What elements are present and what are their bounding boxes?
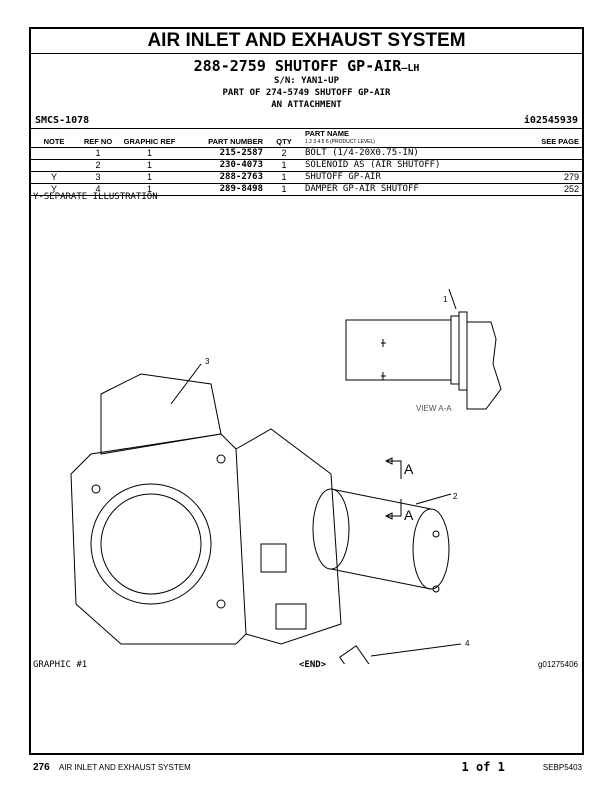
cell-see-page: 279 — [536, 171, 582, 184]
separate-note: Y-SEPARATE ILLUSTRATION — [33, 192, 158, 202]
smcs-row: SMCS-1078 i02545939 — [35, 115, 578, 126]
col-ref-no: REF NO — [77, 128, 119, 148]
callout-2: 2 — [453, 492, 458, 501]
cell-part-number: 215-2587 — [180, 147, 266, 160]
section-label-bottom: A — [404, 507, 414, 523]
page-frame: AIR INLET AND EXHAUST SYSTEM 288-2759 SH… — [29, 27, 584, 755]
cell-note — [31, 159, 77, 172]
attachment: AN ATTACHMENT — [271, 100, 342, 110]
cell-see-page — [536, 159, 582, 172]
part-of: PART OF 274-5749 SHUTOFF GP-AIR — [222, 88, 391, 98]
page-footer: 276 AIR INLET AND EXHAUST SYSTEM 1 of 1 … — [33, 760, 582, 774]
part-heading-text: 288-2759 SHUTOFF GP-AIR — [193, 57, 402, 75]
cell-qty: 2 — [266, 147, 302, 160]
end-marker: <END> — [299, 660, 327, 670]
callout-4: 4 — [465, 639, 470, 648]
callout-3: 3 — [205, 357, 210, 366]
damper — [339, 645, 373, 664]
graphic-footer: GRAPHIC #1 <END> g01275406 — [33, 660, 578, 670]
callouts: 1 2 3 4 — [170, 295, 470, 657]
parts-illustration: VIEW A-A A A 1 2 — [70, 288, 502, 664]
graphic-label: GRAPHIC #1 — [33, 660, 88, 670]
cell-ref-no: 2 — [77, 159, 119, 172]
part-heading: 288-2759 SHUTOFF GP-AIR—LH — [31, 57, 582, 75]
cell-ref-no: 3 — [77, 171, 119, 184]
col-see-page: SEE PAGE — [536, 128, 582, 148]
cell-part-name: SHUTOFF GP-AIR — [302, 171, 536, 184]
cell-part-number: 289-8498 — [180, 183, 266, 196]
solenoid — [312, 488, 450, 593]
page-count: 1 of 1 — [461, 760, 505, 774]
parts-table: NOTE REF NO GRAPHIC REF PART NUMBER QTY … — [31, 128, 582, 196]
cell-graphic-ref: 1 — [119, 183, 180, 196]
cell-qty: 1 — [266, 171, 302, 184]
section-label-top: A — [404, 461, 414, 477]
product-level-label: 1 2 3 4 5 6 (PRODUCT LEVEL) — [305, 139, 375, 145]
col-graphic-ref: GRAPHIC REF — [119, 128, 180, 148]
cell-part-name: BOLT (1/4-20X0.75-IN) — [302, 147, 536, 160]
graphic-id: g01275406 — [537, 660, 578, 669]
cell-part-number: 230-4073 — [180, 159, 266, 172]
cell-part-name: DAMPER GP-AIR SHUTOFF — [302, 183, 536, 196]
cell-qty: 1 — [266, 159, 302, 172]
doc-id: i02545939 — [523, 115, 578, 126]
cell-graphic-ref: 1 — [119, 171, 180, 184]
col-note: NOTE — [31, 128, 77, 148]
view-a-a-detail: VIEW A-A — [345, 288, 502, 413]
table-header: NOTE REF NO GRAPHIC REF PART NUMBER QTY … — [31, 128, 582, 148]
shutoff-housing — [70, 373, 342, 645]
cell-see-page: 252 — [536, 183, 582, 196]
cell-see-page — [536, 147, 582, 160]
footer-section: AIR INLET AND EXHAUST SYSTEM — [59, 762, 191, 772]
callout-1: 1 — [443, 295, 448, 304]
col-qty: QTY — [266, 128, 302, 148]
cell-part-number: 288-2763 — [180, 171, 266, 184]
section-arrows: A A — [384, 457, 414, 523]
part-suffix: —LH — [401, 63, 420, 74]
cell-ref-no: 1 — [77, 147, 119, 160]
col-part-number: PART NUMBER — [180, 128, 266, 148]
smcs-code: SMCS-1078 — [35, 115, 90, 126]
cell-ref-no: 4 — [77, 183, 119, 196]
cell-note: Y — [31, 171, 77, 184]
cell-qty: 1 — [266, 183, 302, 196]
page-title: AIR INLET AND EXHAUST SYSTEM — [31, 29, 582, 54]
cell-note — [31, 147, 77, 160]
cell-part-name: SOLENOID AS (AIR SHUTOFF) — [302, 159, 536, 172]
doc-number: SEBP5403 — [542, 762, 582, 772]
part-name-label: PART NAME — [305, 129, 350, 138]
cell-graphic-ref: 1 — [119, 159, 180, 172]
cell-graphic-ref: 1 — [119, 147, 180, 160]
serial: S/N: YAN1-UP — [273, 76, 340, 86]
page-number: 276 — [33, 761, 50, 773]
view-label: VIEW A-A — [416, 404, 452, 413]
cell-note: Y — [31, 183, 77, 196]
